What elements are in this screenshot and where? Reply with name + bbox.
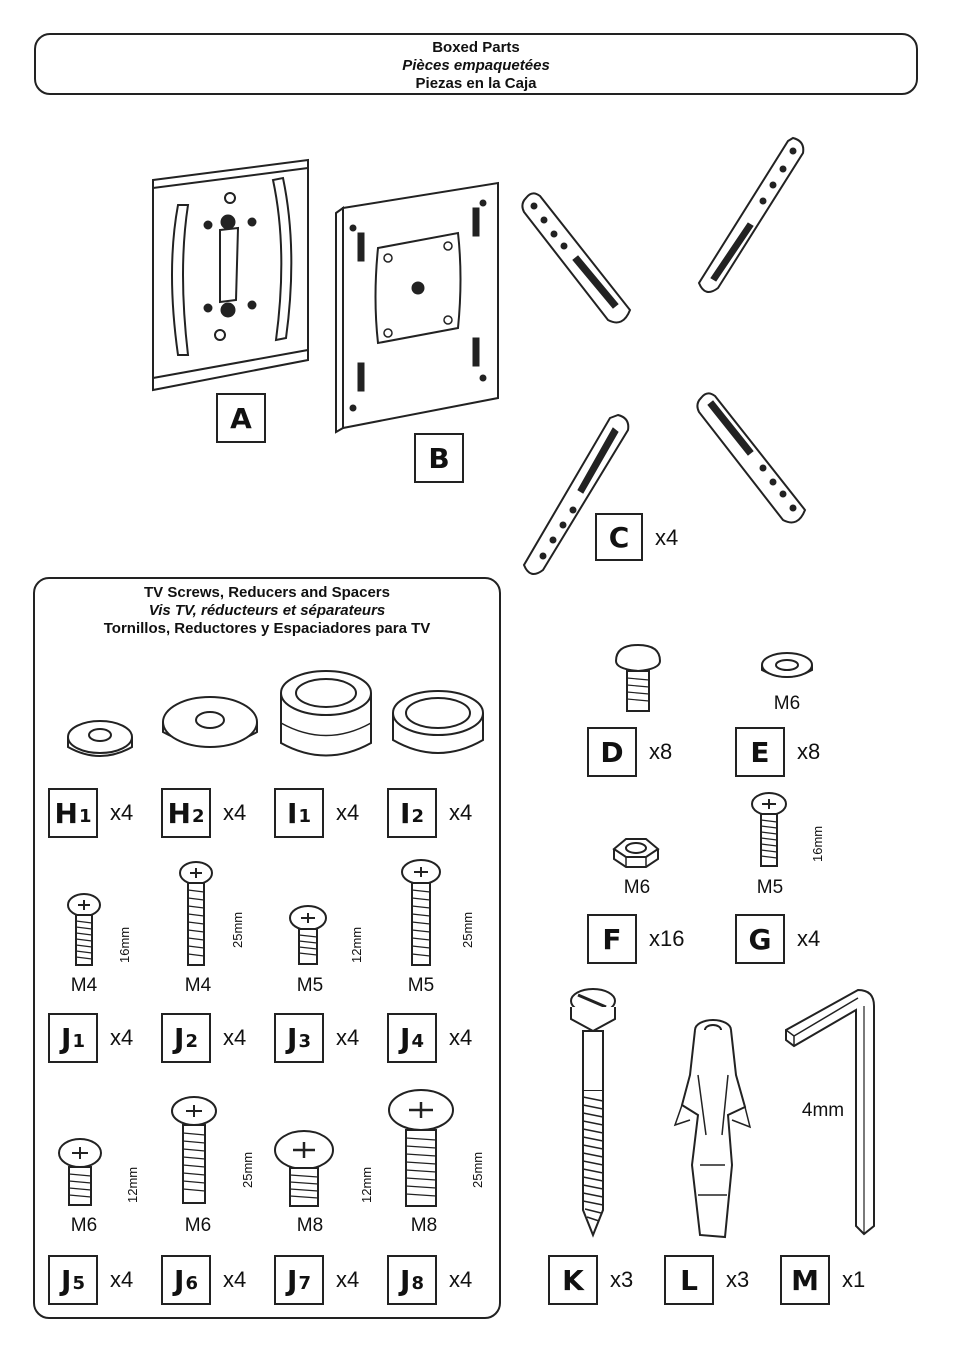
nut-f-size: M6 [623, 877, 651, 898]
tv-screws-panel [33, 577, 501, 1319]
part-j4-quantity: x4 [449, 1025, 473, 1050]
screw-j3-length: 12mm [349, 926, 364, 963]
part-f-label: F [587, 914, 637, 964]
lag-bolt-k-illustration [570, 988, 616, 1238]
screw-j6-size: M6 [184, 1215, 212, 1236]
screw-j8-size: M8 [410, 1215, 438, 1236]
tv-screws-panel-title: TV Screws, Reducers and Spacers Vis TV, … [33, 584, 501, 638]
header-title-en: Boxed Parts [432, 39, 520, 56]
arm-bracket-illustration-4 [696, 392, 807, 524]
wall-plate-illustration [152, 158, 309, 392]
screw-j3-illustration [289, 905, 327, 965]
screw-j6-illustration [171, 1096, 217, 1204]
screw-j8-length: 25mm [470, 1151, 485, 1188]
hex-key-m-illustration [785, 988, 875, 1236]
screw-j5-size: M6 [70, 1215, 98, 1236]
screw-j5-length: 12mm [125, 1166, 140, 1203]
panel-title-en: TV Screws, Reducers and Spacers [144, 584, 390, 601]
screw-j4-illustration [401, 859, 441, 966]
screw-j1-size: M4 [70, 975, 98, 996]
screw-j6-length: 25mm [240, 1151, 255, 1188]
screw-j7-size: M8 [296, 1215, 324, 1236]
part-l-quantity: x3 [726, 1267, 750, 1292]
screw-j4-length: 25mm [460, 911, 475, 948]
part-i1-quantity: x4 [336, 800, 360, 825]
header-title-es: Piezas en la Caja [415, 75, 537, 92]
part-g-quantity: x4 [797, 926, 821, 951]
part-j1-quantity: x4 [110, 1025, 134, 1050]
part-j2-quantity: x4 [223, 1025, 247, 1050]
part-i2-quantity: x4 [449, 800, 473, 825]
wall-anchor-l-illustration [673, 1019, 752, 1239]
part-c-quantity: x4 [655, 525, 679, 550]
part-b-label: B [414, 433, 464, 483]
reducer-h2-illustration [162, 696, 258, 748]
arm-bracket-illustration-2 [697, 136, 805, 293]
screw-j7-length: 12mm [359, 1166, 374, 1203]
spacer-i2-illustration [392, 690, 484, 754]
screw-j1-length: 16mm [117, 926, 132, 963]
part-m-label: M [780, 1255, 830, 1305]
part-m-quantity: x1 [842, 1267, 866, 1292]
panel-title-fr: Vis TV, réducteurs et séparateurs [148, 602, 386, 619]
screw-j2-size: M4 [184, 975, 212, 996]
part-k-label: K [548, 1255, 598, 1305]
part-j7-quantity: x4 [336, 1267, 360, 1292]
screw-j2-length: 25mm [230, 911, 245, 948]
part-g-label: G [735, 914, 785, 964]
part-e-quantity: x8 [797, 739, 821, 764]
arm-bracket-illustration-3 [522, 413, 630, 575]
screw-j1-illustration [67, 893, 101, 966]
part-l-label: L [664, 1255, 714, 1305]
part-j3-quantity: x4 [336, 1025, 360, 1050]
part-a-label: A [216, 393, 266, 443]
header-title-fr: Pièces empaquetées [402, 57, 550, 74]
hex-key-m-size: 4mm [801, 1100, 845, 1121]
screw-j2-illustration [179, 861, 213, 966]
screw-j7-illustration [274, 1130, 334, 1207]
part-d-quantity: x8 [649, 739, 673, 764]
part-h1-quantity: x4 [110, 800, 134, 825]
nut-f-illustration [612, 838, 660, 868]
part-j5-quantity: x4 [110, 1267, 134, 1292]
part-d-label: D [587, 727, 637, 777]
part-k-quantity: x3 [610, 1267, 634, 1292]
part-j6-quantity: x4 [223, 1267, 247, 1292]
boxed-parts-header: Boxed Parts Pièces empaquetées Piezas en… [34, 33, 918, 95]
screw-g-size: M5 [756, 877, 784, 898]
part-h2-quantity: x4 [223, 800, 247, 825]
tv-plate-illustration [335, 181, 499, 434]
screw-g-length: 16mm [810, 825, 825, 862]
reducer-h1-illustration [67, 720, 133, 757]
panel-title-es: Tornillos, Reductores y Espaciadores par… [103, 620, 431, 637]
screw-j8-illustration [388, 1089, 454, 1207]
screw-g-illustration [751, 792, 787, 867]
spacer-i1-illustration [280, 670, 372, 757]
bolt-d-illustration [614, 643, 662, 712]
screw-j5-illustration [58, 1138, 102, 1206]
part-f-quantity: x16 [649, 926, 685, 951]
screw-j3-size: M5 [296, 975, 324, 996]
part-e-label: E [735, 727, 785, 777]
screw-j4-size: M5 [407, 975, 435, 996]
washer-e-size: M6 [773, 693, 801, 714]
part-j8-quantity: x4 [449, 1267, 473, 1292]
washer-e-illustration [761, 652, 813, 678]
arm-bracket-illustration-1 [521, 192, 632, 324]
part-c-label: C [595, 513, 643, 561]
